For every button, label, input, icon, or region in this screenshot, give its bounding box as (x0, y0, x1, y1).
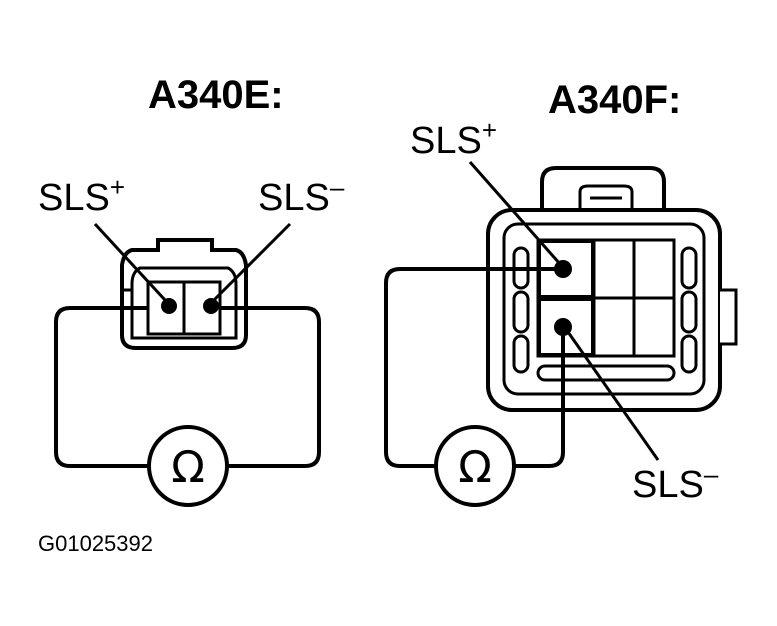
a340e-sls-minus-label: SLS– (258, 172, 345, 219)
a340f-connector (486, 166, 738, 412)
a340f-wire-plus (384, 267, 563, 468)
a340e-title: A340E: (148, 73, 284, 117)
a340f-diagram: A340F: SLS+ SLS– (384, 78, 738, 507)
a340e-connector (120, 238, 248, 350)
a340f-title: A340F: (548, 78, 681, 122)
ohmmeter-icon: Ω (147, 425, 229, 507)
a340e-wire-plus (54, 306, 148, 468)
a340e-ohm-symbol: Ω (171, 442, 205, 493)
a340f-ohm-symbol: Ω (458, 442, 492, 493)
a340f-sls-minus-label: SLS– (632, 459, 719, 506)
a340f-wire-minus (512, 327, 565, 468)
a340f-sls-plus-label: SLS+ (410, 115, 497, 162)
a340e-sls-plus-label: SLS+ (38, 172, 125, 219)
figure-code: G01025392 (38, 531, 153, 556)
a340e-wire-minus (220, 306, 321, 468)
a340e-sls-minus-pin (203, 298, 219, 314)
a340e-diagram: A340E: SLS+ SLS– Ω (38, 73, 345, 507)
a340e-sls-plus-pin (161, 298, 177, 314)
ohmmeter-icon: Ω (434, 425, 516, 507)
